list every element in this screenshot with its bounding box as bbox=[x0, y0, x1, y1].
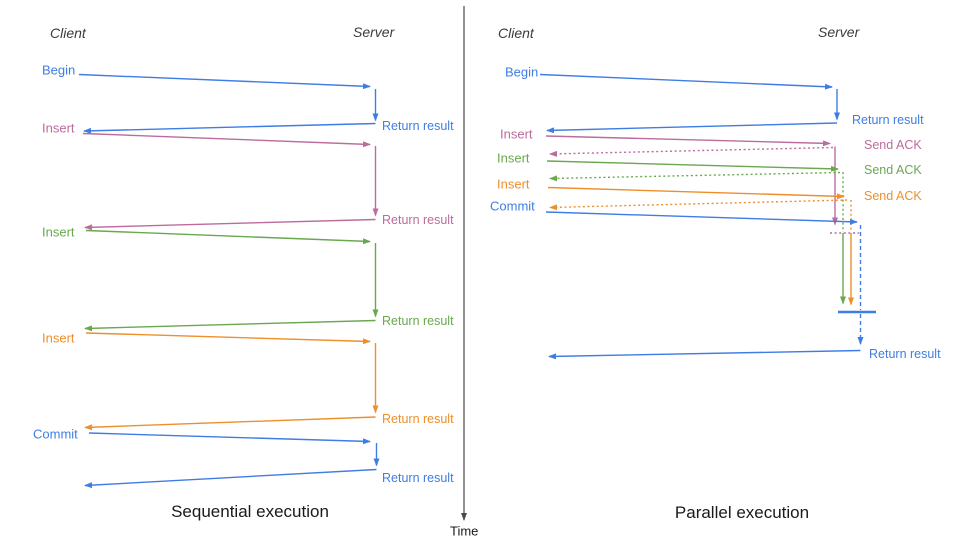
seq-insert2-return-label: Return result bbox=[382, 313, 454, 328]
par-commit-label: Commit bbox=[490, 198, 535, 214]
time-axis-label: Time bbox=[450, 523, 479, 539]
seq-begin-request-arrow bbox=[78, 73, 371, 90]
seq-insert1-label: Insert bbox=[42, 120, 75, 136]
par-server-label: Server bbox=[818, 24, 860, 40]
seq-insert3-request-arrow bbox=[85, 332, 371, 345]
seq-insert3-return-arrow bbox=[84, 416, 376, 431]
par-commit-request-arrow bbox=[545, 211, 858, 225]
seq-insert2-return-arrow bbox=[84, 319, 376, 332]
par-insert1-ack-arrow bbox=[549, 146, 834, 157]
par-insert3-ack-arrow bbox=[549, 199, 848, 211]
seq-commit-return-arrow bbox=[84, 468, 377, 489]
seq-server-label: Server bbox=[353, 24, 395, 40]
seq-client-label: Client bbox=[50, 25, 86, 41]
par-insert1-request-arrow bbox=[545, 135, 831, 147]
seq-insert1-return-label: Return result bbox=[382, 212, 454, 227]
par-begin-request-arrow bbox=[539, 73, 833, 90]
par-insert2-ack-arrow bbox=[549, 171, 841, 182]
seq-title: Sequential execution bbox=[171, 502, 329, 521]
par-final-return-arrow bbox=[548, 349, 861, 360]
par-begin-return-label: Return result bbox=[852, 112, 924, 127]
par-insert1-ack-label: Send ACK bbox=[864, 137, 922, 152]
seq-insert3-label: Insert bbox=[42, 330, 75, 346]
seq-insert1-return-arrow bbox=[84, 218, 376, 231]
par-insert2-ack-label: Send ACK bbox=[864, 162, 922, 177]
seq-begin-return-arrow bbox=[83, 122, 376, 134]
seq-commit-return-label: Return result bbox=[382, 470, 454, 485]
par-insert3-request-arrow bbox=[547, 186, 845, 200]
seq-begin-label: Begin bbox=[42, 62, 76, 78]
seq-commit-request-arrow bbox=[88, 432, 371, 445]
par-final-return-label: Return result bbox=[869, 346, 941, 361]
par-title: Parallel execution bbox=[674, 503, 810, 522]
par-client-label: Client bbox=[498, 25, 534, 41]
seq-insert1-request-arrow bbox=[82, 132, 371, 148]
par-insert3-ack-label: Send ACK bbox=[864, 188, 922, 203]
seq-insert2-label: Insert bbox=[42, 224, 75, 240]
par-insert2-label: Insert bbox=[497, 150, 530, 166]
par-insert1-label: Insert bbox=[500, 126, 533, 142]
seq-commit-label: Commit bbox=[33, 426, 78, 442]
seq-begin-return-label: Return result bbox=[382, 118, 454, 133]
par-insert3-label: Insert bbox=[497, 176, 530, 192]
par-begin-return-arrow bbox=[546, 122, 838, 134]
par-insert2-request-arrow bbox=[546, 160, 839, 172]
seq-insert2-request-arrow bbox=[85, 229, 371, 245]
par-begin-label: Begin bbox=[505, 64, 539, 80]
seq-insert3-return-label: Return result bbox=[382, 411, 454, 426]
